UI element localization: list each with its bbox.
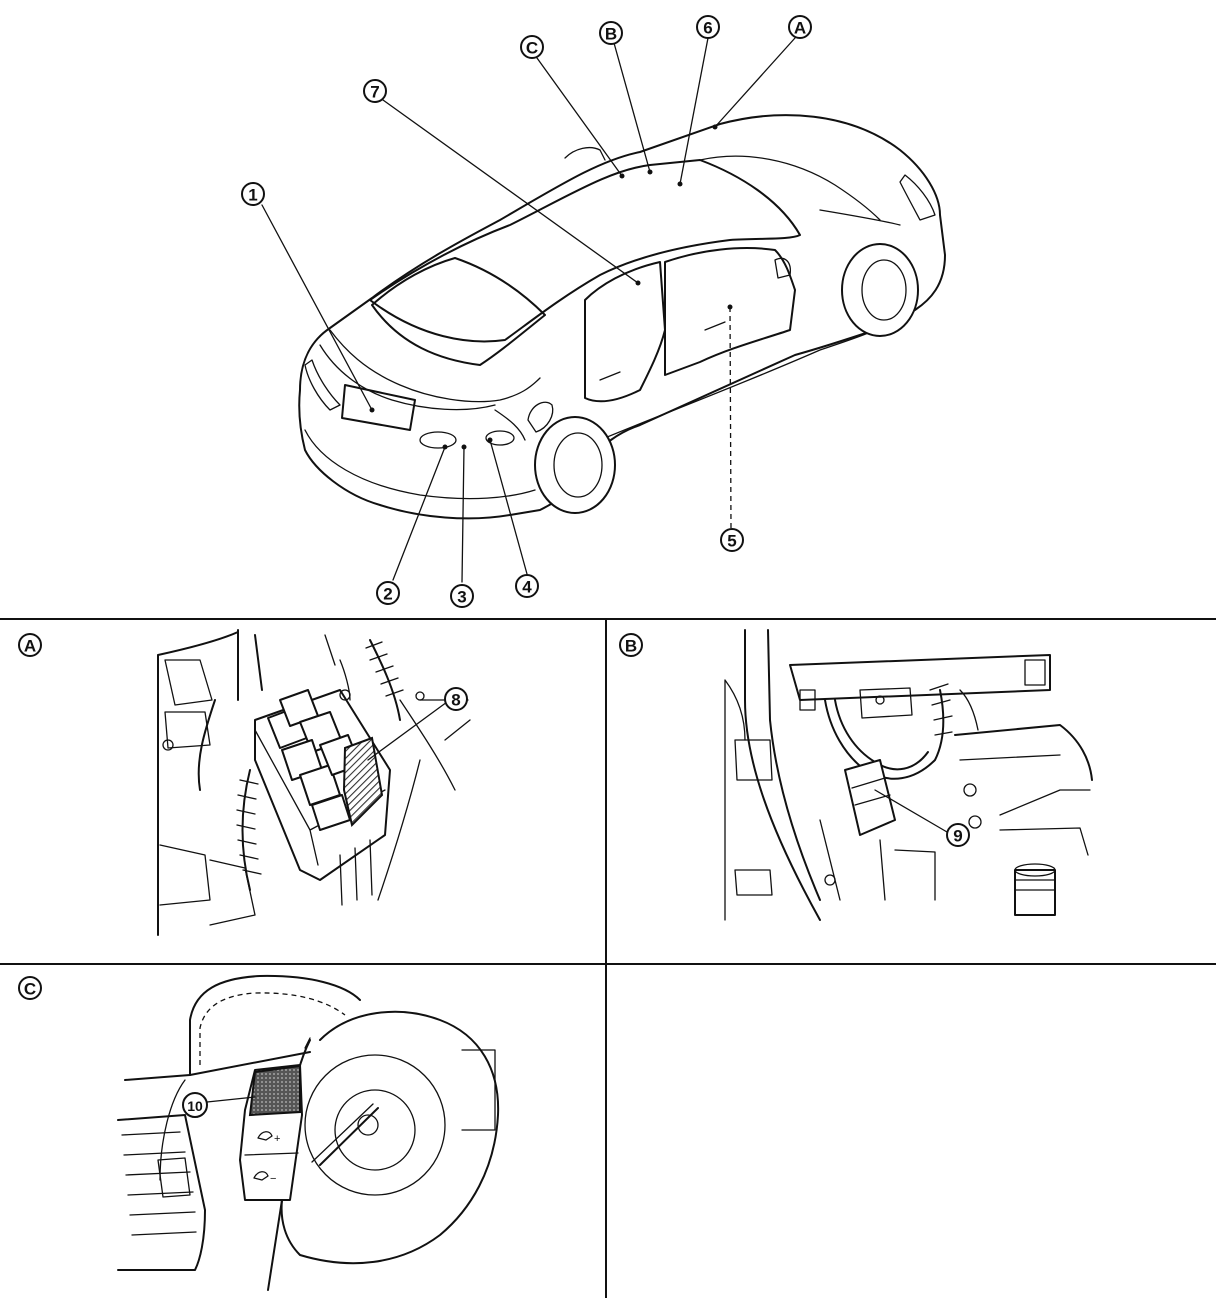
callout-9: 9 [946, 823, 970, 847]
svg-text:C: C [526, 39, 538, 58]
trunk-lid [329, 329, 541, 403]
callout-1: 1 [241, 182, 265, 206]
steering-hub [304, 1054, 446, 1196]
view-callout-b: B [599, 21, 623, 45]
callout-3: 3 [450, 584, 474, 608]
rear-window [371, 257, 546, 366]
svg-text:B: B [625, 637, 637, 656]
car-roof [369, 159, 801, 343]
rear-door [584, 261, 666, 403]
callout-10: 10 [182, 1092, 208, 1118]
highlighted-relay-8 [342, 736, 384, 827]
svg-text:+: + [274, 1133, 280, 1145]
location-dots [369, 124, 733, 450]
highlighted-switch-10 [248, 1064, 301, 1117]
svg-text:4: 4 [522, 578, 532, 597]
svg-text:8: 8 [451, 691, 460, 710]
view-c-panel: C + − [18, 974, 500, 1291]
side-mirror [774, 257, 791, 279]
front-door [664, 247, 796, 376]
air-vent [117, 1114, 206, 1271]
svg-text:5: 5 [727, 532, 736, 551]
rear-wheel [534, 416, 616, 514]
view-a-label: A [18, 633, 42, 657]
fuel-filler [527, 401, 554, 433]
svg-text:B: B [605, 25, 617, 44]
svg-text:1: 1 [248, 186, 257, 205]
callout-6: 6 [696, 15, 720, 39]
callout-7: 7 [363, 79, 387, 103]
view-c-label: C [18, 976, 42, 1000]
view-callout-c: C [520, 35, 544, 59]
svg-text:2: 2 [383, 585, 392, 604]
front-wheel [841, 243, 919, 337]
callout-8: 8 [444, 687, 468, 711]
panel-grid [0, 618, 1216, 1298]
svg-text:−: − [270, 1173, 276, 1185]
svg-text:C: C [24, 980, 36, 999]
callout-4: 4 [515, 574, 539, 598]
relays [267, 689, 361, 831]
callout-5: 5 [720, 528, 744, 552]
car-body-outline [298, 114, 946, 520]
svg-text:A: A [24, 637, 36, 656]
car-overview: 1 2 3 4 5 6 7 A [241, 15, 946, 608]
svg-text:10: 10 [187, 1098, 203, 1114]
view-a-panel: A [18, 629, 471, 936]
view-b-panel: B 9 [619, 629, 1093, 921]
view-callout-a: A [788, 15, 812, 39]
switch-minus-icon: − [253, 1171, 276, 1185]
rear-sensor-right [485, 430, 515, 446]
license-plate-recess [341, 384, 416, 431]
switch-plus-icon: + [257, 1131, 280, 1145]
svg-text:6: 6 [703, 19, 712, 38]
steering-wheel-rim [280, 1010, 500, 1265]
svg-text:7: 7 [370, 83, 379, 102]
svg-text:3: 3 [457, 588, 466, 607]
callout-2: 2 [376, 581, 400, 605]
leader-lines [261, 37, 796, 583]
view-b-label: B [619, 633, 643, 657]
svg-text:9: 9 [953, 827, 962, 846]
svg-text:A: A [794, 19, 806, 38]
rear-sensor-left [419, 431, 457, 449]
